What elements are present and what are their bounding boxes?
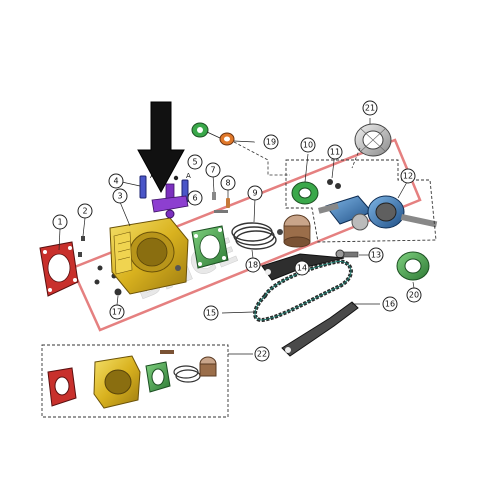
bearing-20-part — [396, 251, 430, 281]
callout-7-label: 7 — [210, 166, 215, 175]
watermark-band — [70, 138, 422, 332]
callout-11: 11 — [327, 144, 343, 160]
cylinder-head-gasket-part — [191, 225, 229, 269]
marker-a-right: A — [186, 172, 191, 180]
callout-14: 14 — [294, 260, 310, 276]
callout-11-label: 11 — [330, 148, 340, 157]
kit-22-box — [41, 344, 229, 418]
base-gasket-part — [39, 241, 79, 297]
callout-2: 2 — [77, 203, 93, 219]
seal-19-part — [191, 122, 235, 146]
callout-20-label: 20 — [409, 291, 419, 300]
bearing-10-part — [291, 181, 319, 205]
callout-5: 5 — [187, 154, 203, 170]
callout-7: 7 — [205, 162, 221, 178]
callout-3: 3 — [112, 188, 128, 204]
kit-22-part — [41, 344, 229, 418]
small-parts-11 — [327, 179, 341, 189]
nut-17-part — [114, 288, 122, 296]
callout-22-label: 22 — [257, 350, 267, 359]
callout-4-label: 4 — [113, 177, 118, 186]
needle-bearing-part — [354, 123, 392, 157]
callout-19-label: 19 — [266, 138, 276, 147]
highlighted-part — [151, 175, 189, 219]
callout-17-label: 17 — [112, 308, 122, 317]
callout-16: 16 — [382, 296, 398, 312]
callout-19: 19 — [263, 134, 279, 150]
callout-12-label: 12 — [403, 172, 413, 181]
box-leader-19 — [233, 141, 290, 176]
box-leader-21 — [351, 147, 361, 169]
marker-a-left: A — [150, 172, 155, 180]
callout-13: 13 — [368, 247, 384, 263]
callout-17: 17 — [109, 304, 125, 320]
leader-lines — [58, 118, 415, 355]
callout-15: 15 — [203, 305, 219, 321]
piston-part — [277, 214, 311, 248]
callout-6: 6 — [187, 190, 203, 206]
piston-rings-part — [231, 222, 277, 250]
callout-10: 10 — [300, 137, 316, 153]
callout-22: 22 — [254, 346, 270, 362]
callout-5-label: 5 — [192, 158, 197, 167]
callout-13-label: 13 — [371, 251, 381, 260]
callout-4: 4 — [108, 173, 124, 189]
crankshaft-part — [318, 195, 438, 231]
small-pin-part — [212, 192, 230, 213]
callout-3-label: 3 — [117, 192, 122, 201]
chain-guide-part — [281, 301, 359, 357]
callout-18-label: 18 — [248, 261, 258, 270]
callout-18: 18 — [245, 257, 261, 273]
callout-8-label: 8 — [225, 179, 230, 188]
callout-15-label: 15 — [206, 309, 216, 318]
callout-9: 9 — [247, 185, 263, 201]
callout-1-label: 1 — [57, 218, 62, 227]
callout-9-label: 9 — [252, 189, 257, 198]
callout-8: 8 — [220, 175, 236, 191]
callout-10-label: 10 — [303, 141, 313, 150]
pointer-arrow — [137, 101, 185, 194]
assembly-boxes — [233, 141, 437, 243]
callout-20: 20 — [406, 287, 422, 303]
callout-21-label: 21 — [365, 104, 375, 113]
callout-1: 1 — [52, 214, 68, 230]
callout-21: 21 — [362, 100, 378, 116]
callout-14-label: 14 — [297, 264, 307, 273]
callout-2-label: 2 — [82, 207, 87, 216]
screw-13-part — [335, 249, 359, 259]
callout-16-label: 16 — [385, 300, 395, 309]
callout-12: 12 — [400, 168, 416, 184]
cylinder-block-part — [109, 217, 189, 295]
callout-6-label: 6 — [192, 194, 197, 203]
